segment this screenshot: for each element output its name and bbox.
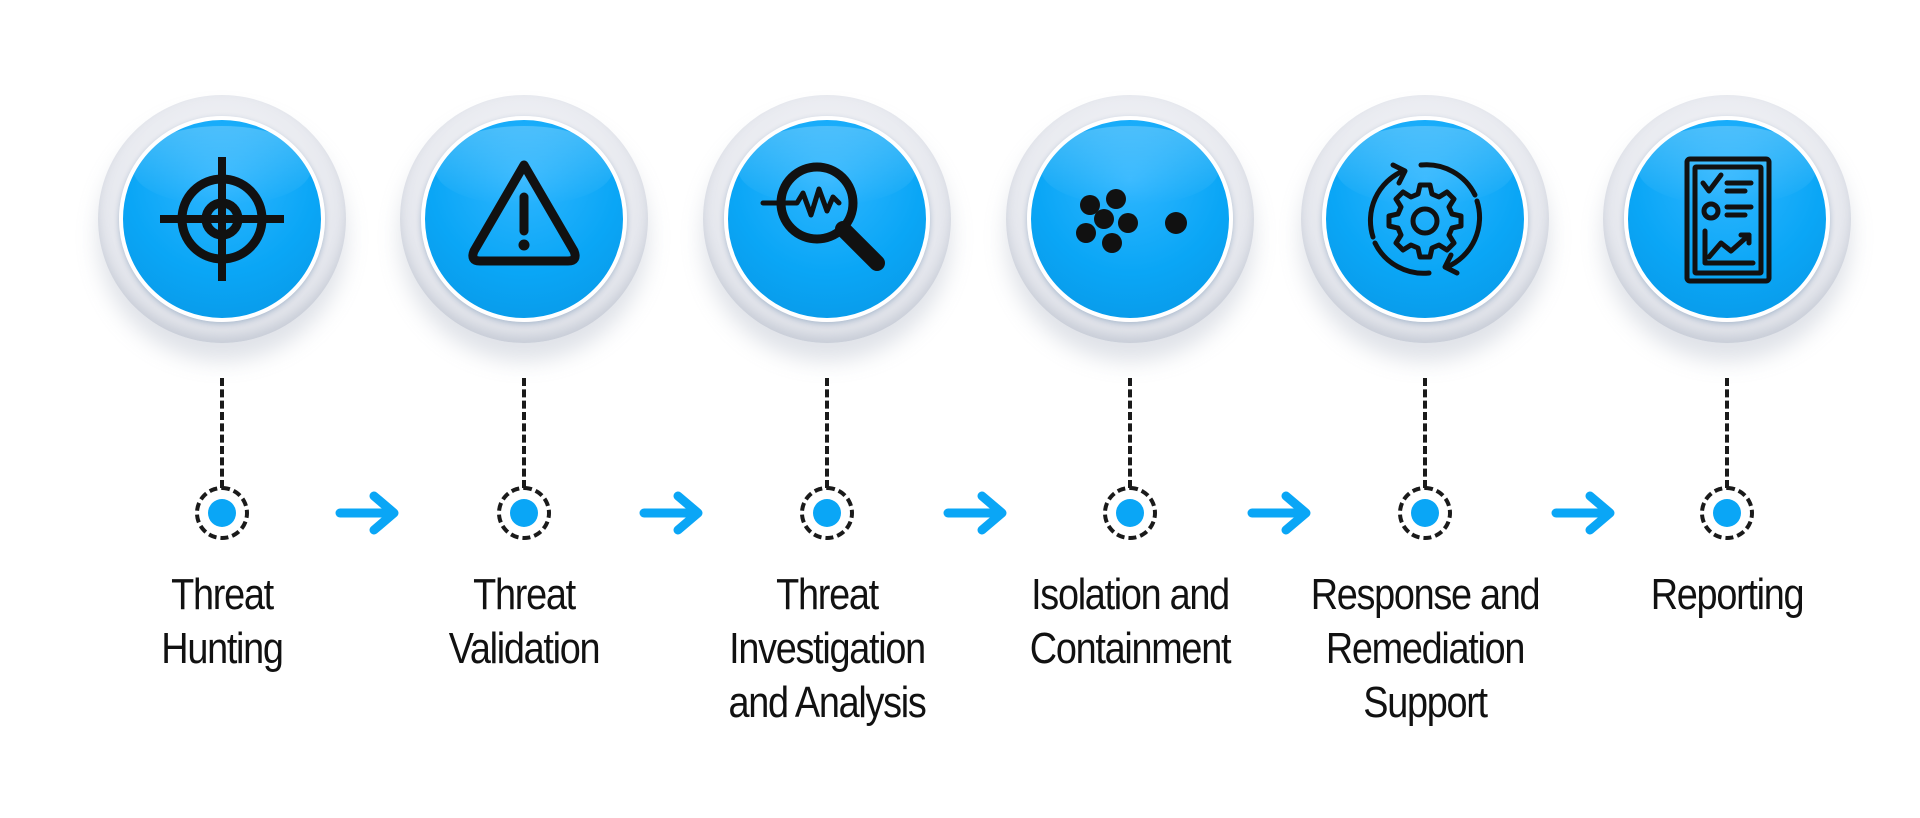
step-label: Isolation and Containment [1001,568,1259,676]
crosshair-icon [122,119,322,319]
step-threat-hunting: Threat Hunting [72,0,372,818]
step-label: Threat Investigation and Analysis [698,568,956,730]
timeline-node-dot [510,499,538,527]
arrow-right-icon [1246,490,1314,536]
step-label-line: Threat [776,570,879,619]
timeline-node-dot [1116,499,1144,527]
gear-cycle-icon [1325,119,1525,319]
step-threat-investigation: Threat Investigation and Analysis [677,0,977,818]
step-label: Reporting [1598,568,1856,622]
report-checklist-icon [1627,119,1827,319]
timeline-node-ring [1700,486,1754,540]
step-label-line: Threat [473,570,576,619]
step-label: Threat Validation [395,568,653,676]
step-label-line: Containment [1029,624,1232,673]
step-label-line: Investigation [729,624,926,673]
step-threat-validation: Threat Validation [374,0,674,818]
step-label: Threat Hunting [93,568,351,676]
step-label-line: Validation [448,624,601,673]
dashed-connector [1128,378,1132,488]
timeline-node-ring [1103,486,1157,540]
step-label: Response and Remediation Support [1296,568,1554,730]
badge-circle [1624,116,1830,322]
step-label-line: and Analysis [728,678,927,727]
step-response-remediation: Response and Remediation Support [1275,0,1575,818]
dashed-connector [1725,378,1729,488]
dashed-connector [1423,378,1427,488]
step-reporting: Reporting [1577,0,1877,818]
step-label-line: Support [1363,678,1488,727]
arrow-right-icon [1550,490,1618,536]
dashed-connector [825,378,829,488]
dashed-connector [220,378,224,488]
timeline-node-ring [497,486,551,540]
step-label-line: Remediation [1325,624,1526,673]
timeline-node-dot [813,499,841,527]
timeline-node-dot [1411,499,1439,527]
badge-circle [724,116,930,322]
step-label-line: Hunting [161,624,284,673]
timeline-node-ring [800,486,854,540]
warning-triangle-icon [424,119,624,319]
arrow-right-icon [334,490,402,536]
step-label-line: Reporting [1650,570,1805,619]
timeline-node-dot [208,499,236,527]
timeline-node-dot [1713,499,1741,527]
step-label-line: Threat [171,570,274,619]
timeline-node-ring [195,486,249,540]
step-label-line: Response and [1310,570,1541,619]
dashed-connector [522,378,526,488]
magnifier-pulse-icon [727,119,927,319]
step-isolation-containment: Isolation and Containment [980,0,1280,818]
step-label-line: Isolation and [1031,570,1230,619]
arrow-right-icon [638,490,706,536]
isolated-dots-icon [1030,119,1230,319]
arrow-right-icon [942,490,1010,536]
timeline-node-ring [1398,486,1452,540]
